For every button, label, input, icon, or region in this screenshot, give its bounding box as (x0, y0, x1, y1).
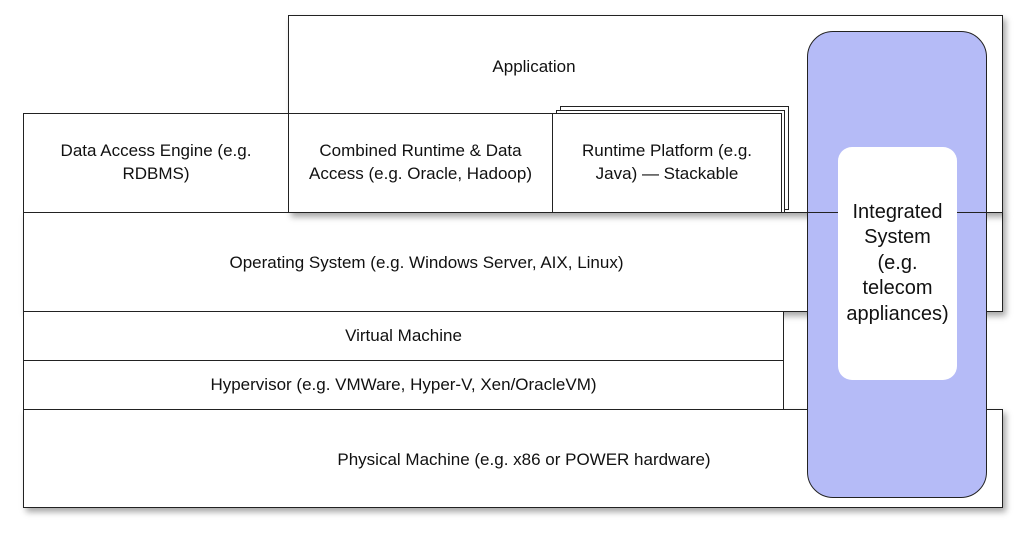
operating-system-label: Operating System (e.g. Windows Server, A… (229, 253, 624, 272)
layer-divider-line (986, 408, 1003, 410)
runtime-platform-box: Runtime Platform (e.g. Java) — Stackable (552, 113, 782, 213)
runtime-platform-label: Runtime Platform (e.g. Java) — Stackable (581, 141, 753, 183)
physical-machine-label: Physical Machine (e.g. x86 or POWER hard… (337, 450, 711, 469)
hypervisor-label: Hypervisor (e.g. VMWare, Hyper-V, Xen/Or… (210, 374, 597, 394)
virtual-machine-layer: Virtual Machine (23, 311, 784, 361)
application-label: Application (492, 57, 576, 76)
hypervisor-layer: Hypervisor (e.g. VMWare, Hyper-V, Xen/Or… (23, 360, 784, 410)
combined-runtime-label: Combined Runtime & Data Access (e.g. Ora… (309, 141, 532, 183)
data-access-engine-label: Data Access Engine (e.g. RDBMS) (60, 141, 252, 183)
integrated-system-label: Integrated System (e.g. telecom applianc… (846, 200, 949, 325)
layer-divider-line (783, 408, 807, 410)
integrated-system-label-box: Integrated System (e.g. telecom applianc… (838, 147, 957, 380)
virtual-machine-label: Virtual Machine (345, 325, 462, 345)
combined-runtime-box: Combined Runtime & Data Access (e.g. Ora… (288, 113, 553, 213)
data-access-engine-box: Data Access Engine (e.g. RDBMS) (23, 113, 289, 213)
